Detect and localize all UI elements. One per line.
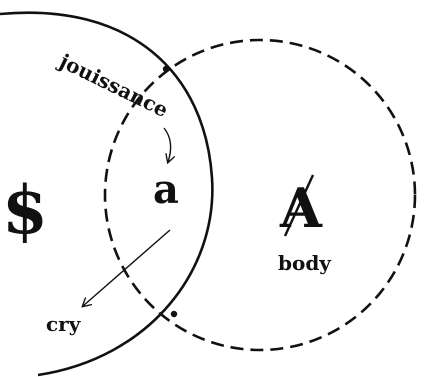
jouissance-label: jouissance — [54, 48, 172, 122]
other-circle — [103, 38, 417, 352]
object-a-label: a — [153, 166, 179, 213]
cry-arrow — [83, 229, 171, 306]
intersection-top-dot — [162, 65, 170, 73]
other-symbol: A — [279, 176, 323, 240]
other-bar-stroke — [283, 174, 315, 237]
jouissance-arrow — [163, 127, 171, 162]
cry-label: cry — [46, 312, 82, 336]
intersection-bottom-dot — [170, 310, 178, 318]
subject-circle — [0, 11, 214, 377]
body-label: body — [278, 251, 332, 275]
subject-symbol: $ — [2, 171, 48, 249]
